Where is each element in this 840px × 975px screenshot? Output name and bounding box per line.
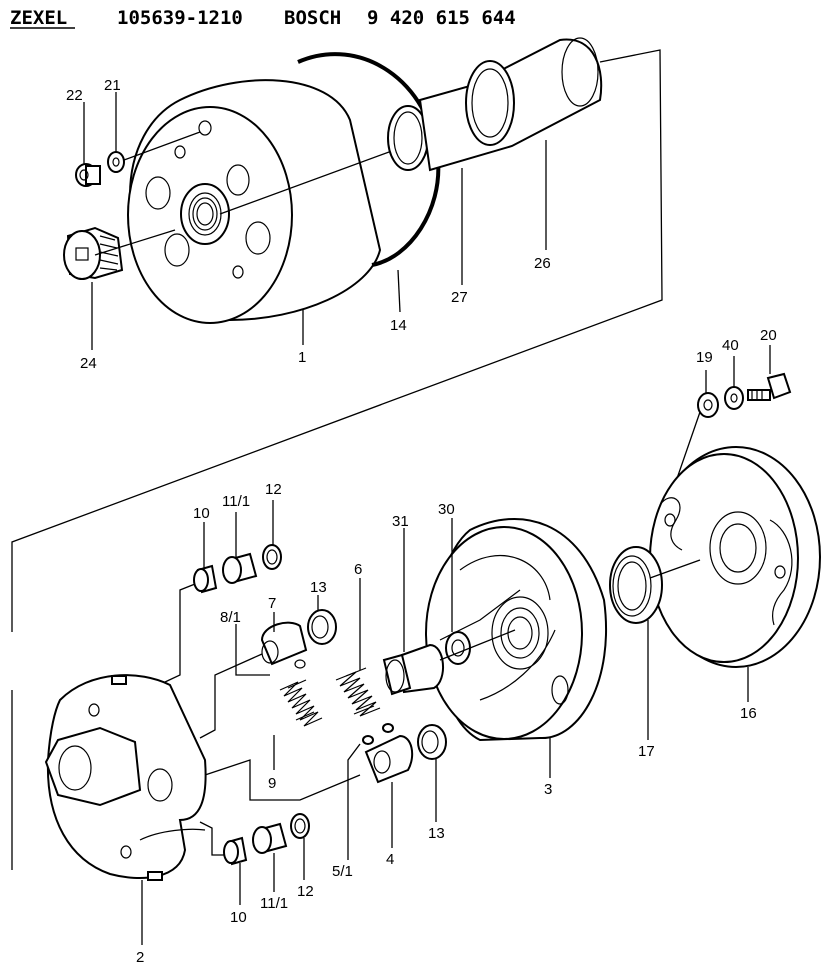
part-10-pin-upper xyxy=(193,564,218,594)
leader-lines xyxy=(83,92,771,945)
part-12-ring-lower xyxy=(290,813,310,839)
part-24-plug xyxy=(63,226,176,280)
part-16-cover-plate xyxy=(649,446,821,668)
part-7-flyweight xyxy=(260,621,308,669)
part-11-sleeve-upper xyxy=(222,552,258,584)
part-26-sleeve xyxy=(418,37,603,172)
part-3-rotor-disc xyxy=(425,518,608,742)
callout-3: 3 xyxy=(544,781,552,798)
part-30-washer xyxy=(445,631,471,665)
part-9-spring xyxy=(279,679,323,727)
callout-8: 8/1 xyxy=(220,609,241,626)
callout-19: 19 xyxy=(696,349,713,366)
callout-10-lower: 10 xyxy=(230,909,247,926)
callout-31: 31 xyxy=(392,513,409,530)
part-1-housing xyxy=(127,79,401,324)
part-20-bolt xyxy=(747,372,792,401)
callout-11-upper: 11/1 xyxy=(222,493,250,510)
callout-12-upper: 12 xyxy=(265,481,282,498)
callout-22: 22 xyxy=(66,87,83,104)
brand-bosch: BOSCH xyxy=(284,7,341,29)
part-5-washer xyxy=(362,723,394,745)
callout-24: 24 xyxy=(80,355,97,372)
callout-labels: 22 21 24 1 14 27 26 19 40 20 10 11/1 12 … xyxy=(66,77,777,966)
part-6-spring xyxy=(335,667,381,717)
callout-1: 1 xyxy=(298,349,306,366)
part-10-pin-lower xyxy=(223,836,248,866)
callout-11-lower: 11/1 xyxy=(260,895,288,912)
part-40-washer xyxy=(724,386,744,410)
part-13-roller-lower xyxy=(417,724,447,760)
callout-13-lower: 13 xyxy=(428,825,445,842)
callout-21: 21 xyxy=(104,77,121,94)
callout-9: 9 xyxy=(268,775,276,792)
callout-2: 2 xyxy=(136,949,144,966)
callout-17: 17 xyxy=(638,743,655,760)
callout-20: 20 xyxy=(760,327,777,344)
callout-13-upper: 13 xyxy=(310,579,327,596)
part-17-bearing-ring xyxy=(609,546,701,624)
callout-27: 27 xyxy=(451,289,468,306)
callout-26: 26 xyxy=(534,255,551,272)
callout-10-upper: 10 xyxy=(193,505,210,522)
header: ZEXEL 105639-1210 BOSCH 9 420 615 644 xyxy=(10,7,516,29)
callout-16: 16 xyxy=(740,705,757,722)
part-2-flyweight-carrier xyxy=(44,674,207,881)
part-19-washer xyxy=(697,392,719,418)
part-4-flyweight-lower xyxy=(364,734,414,784)
brand-zexel: ZEXEL xyxy=(10,7,67,29)
callout-14: 14 xyxy=(390,317,407,334)
part-11-sleeve-lower xyxy=(252,822,288,854)
part-13-roller-upper xyxy=(307,609,337,645)
part-31-bolt xyxy=(382,629,516,696)
callout-6: 6 xyxy=(354,561,362,578)
callout-7: 7 xyxy=(268,595,276,612)
assembly-boundary-lines xyxy=(11,49,663,870)
callout-40: 40 xyxy=(722,337,739,354)
part-12-ring-upper xyxy=(262,544,282,570)
part-22-screw xyxy=(75,163,101,187)
callout-30: 30 xyxy=(438,501,455,518)
zexel-part-number: 105639-1210 xyxy=(117,7,243,29)
callout-4: 4 xyxy=(386,851,394,868)
callout-5: 5/1 xyxy=(332,863,353,880)
bosch-part-number: 9 420 615 644 xyxy=(367,7,516,29)
callout-12-lower: 12 xyxy=(297,883,314,900)
